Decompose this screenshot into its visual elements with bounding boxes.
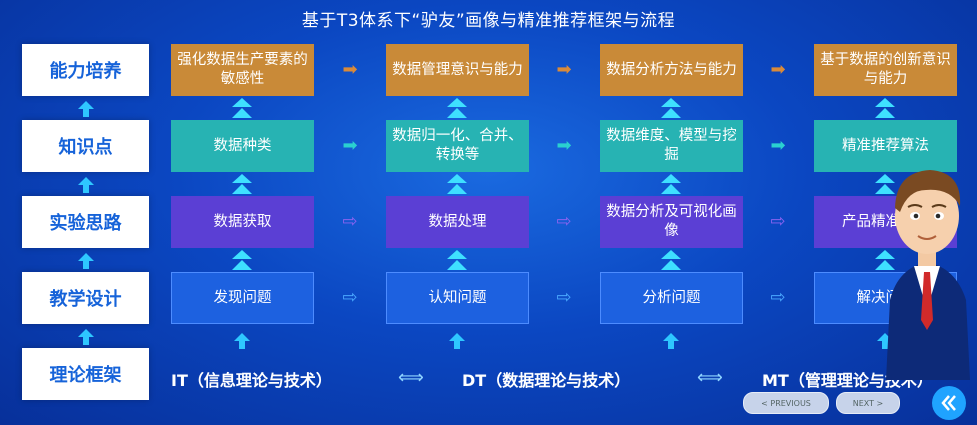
- arrow-up-icon: [234, 333, 250, 349]
- arrow-right-icon: ⇨: [770, 211, 786, 232]
- cell-teaching-2: 认知问题: [386, 272, 529, 324]
- arrow-up-icon: [78, 177, 94, 193]
- previous-button[interactable]: < PREVIOUS: [743, 392, 829, 414]
- arrow-up-icon: [449, 333, 465, 349]
- cell-knowledge-1: 数据种类: [171, 120, 314, 172]
- theory-it: IT（信息理论与技术）: [171, 371, 332, 390]
- arrow-up-icon: [78, 329, 94, 345]
- page-title: 基于T3体系下“驴友”画像与精准推荐框架与流程: [301, 11, 676, 31]
- row-label-experiment: 实验思路: [22, 196, 149, 248]
- cell-experiment-3: 数据分析及可视化画像: [600, 196, 743, 248]
- double-arrow-up-icon: [661, 174, 681, 194]
- double-arrow-horizontal-icon: ⟺: [398, 367, 424, 388]
- double-arrow-up-icon: [447, 174, 467, 194]
- arrow-right-icon: ⇨: [556, 287, 572, 308]
- arrow-right-icon: ➡: [770, 59, 786, 80]
- double-arrow-up-icon: [232, 98, 252, 118]
- presenter-avatar: [886, 170, 970, 380]
- row-label-ability: 能力培养: [22, 44, 149, 96]
- row-label-teaching: 教学设计: [22, 272, 149, 324]
- arrow-right-icon: ➡: [770, 135, 786, 156]
- double-arrow-up-icon: [232, 250, 252, 270]
- double-arrow-up-icon: [875, 250, 895, 270]
- arrow-up-icon: [663, 333, 679, 349]
- cell-knowledge-4: 精准推荐算法: [814, 120, 957, 172]
- cell-ability-3: 数据分析方法与能力: [600, 44, 743, 96]
- arrow-right-icon: ➡: [556, 135, 572, 156]
- double-arrow-up-icon: [875, 98, 895, 118]
- cell-teaching-3: 分析问题: [600, 272, 743, 324]
- arrow-right-icon: ⇨: [770, 287, 786, 308]
- double-arrow-up-icon: [661, 98, 681, 118]
- cell-ability-4: 基于数据的创新意识与能力: [814, 44, 957, 96]
- double-arrow-up-icon: [447, 250, 467, 270]
- double-arrow-up-icon: [232, 174, 252, 194]
- double-arrow-horizontal-icon: ⟺: [697, 367, 723, 388]
- cell-teaching-1: 发现问题: [171, 272, 314, 324]
- next-button[interactable]: NEXT >: [836, 392, 900, 414]
- cell-ability-2: 数据管理意识与能力: [386, 44, 529, 96]
- arrow-up-icon: [78, 253, 94, 269]
- arrow-right-icon: ⇨: [342, 287, 358, 308]
- cell-experiment-1: 数据获取: [171, 196, 314, 248]
- cell-knowledge-2: 数据归一化、合并、转换等: [386, 120, 529, 172]
- row-label-theory: 理论框架: [22, 348, 149, 400]
- double-arrow-up-icon: [875, 174, 895, 194]
- back-button[interactable]: [932, 386, 966, 420]
- double-arrow-up-icon: [661, 250, 681, 270]
- theory-dt: DT（数据理论与技术）: [462, 371, 631, 390]
- arrow-up-icon: [78, 101, 94, 117]
- double-chevron-left-icon: [941, 395, 956, 411]
- row-label-knowledge: 知识点: [22, 120, 149, 172]
- cell-experiment-2: 数据处理: [386, 196, 529, 248]
- arrow-right-icon: ➡: [556, 59, 572, 80]
- cell-ability-1: 强化数据生产要素的敏感性: [171, 44, 314, 96]
- arrow-right-icon: ⇨: [556, 211, 572, 232]
- arrow-right-icon: ⇨: [342, 211, 358, 232]
- arrow-right-icon: ➡: [342, 59, 358, 80]
- cell-knowledge-3: 数据维度、模型与挖掘: [600, 120, 743, 172]
- double-arrow-up-icon: [447, 98, 467, 118]
- arrow-right-icon: ➡: [342, 135, 358, 156]
